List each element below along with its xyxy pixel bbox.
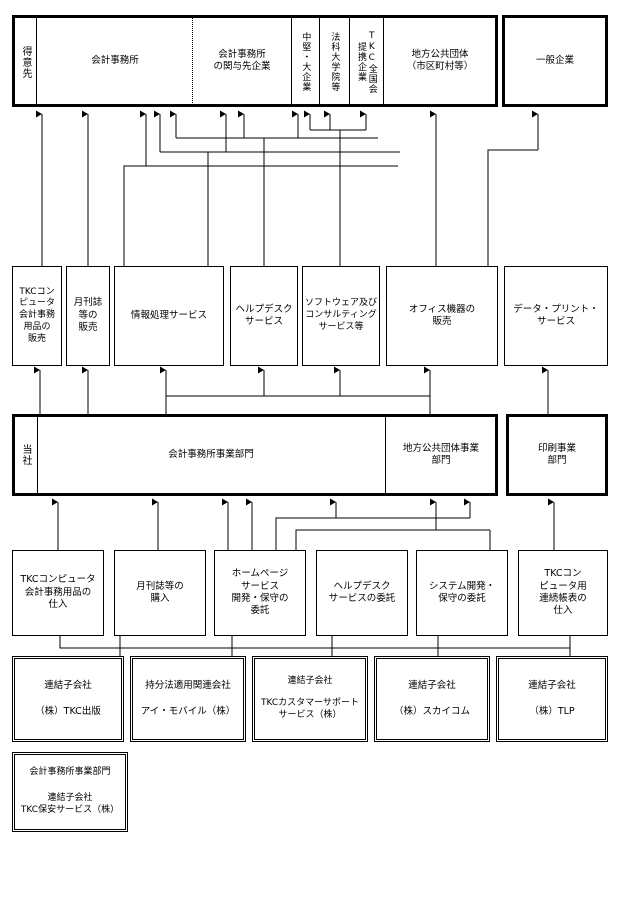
customers-divider <box>36 17 37 105</box>
subsidiary-name: （株）TKC出版 <box>35 706 101 717</box>
subsidiary-type: 連結子会社 <box>44 679 92 691</box>
subsidiary-tkc-customer-support: 連結子会社 TKCカスタマーサポート サービス（株） <box>252 656 368 742</box>
helpdesk-outsourcing: ヘルプデスク サービスの委託 <box>316 550 408 636</box>
subsidiary-tkc-publishing: 連結子会社 （株）TKC出版 <box>12 656 124 742</box>
customer-tkc-association: TKC全国会 提携企業 <box>356 30 377 94</box>
customer-mid-large: 中堅・大企業 <box>300 32 311 92</box>
customer-office-clients: 会計事務所 の関与先企業 <box>213 48 271 72</box>
printing-division: 印刷事業 部門 <box>506 414 608 496</box>
subsidiary-name: （株）スカイコム <box>393 706 470 717</box>
subsidiary-name: アイ・モバイル（株） <box>140 706 236 717</box>
service-data-print: データ・プリント・ サービス <box>504 266 608 366</box>
subsidiary-type: 連結子会社 <box>528 679 576 691</box>
company-group <box>12 414 498 496</box>
service-office-equipment: オフィス機器の 販売 <box>386 266 498 366</box>
service-supplies-sales: TKCコン ピュータ 会計事務 用品の 販売 <box>12 266 62 366</box>
service-helpdesk: ヘルプデスク サービス <box>230 266 298 366</box>
subsidiary-type: 連結子会社 <box>47 793 93 804</box>
company-divider <box>385 417 386 493</box>
customer-accounting-office: 会計事務所 <box>91 54 139 66</box>
subsidiary-tkc-security-services: 会計事務所事業部門 連結子会社 TKC保安サービス（株） <box>12 752 128 832</box>
subsidiary-name: （株）TLP <box>529 706 575 717</box>
company-label: 当社 <box>20 444 31 466</box>
purchase-continuous-forms: TKCコン ピュータ用 連続帳表の 仕入 <box>518 550 608 636</box>
service-information-processing: 情報処理サービス <box>114 266 224 366</box>
affiliate-i-mobile: 持分法適用関連会社 アイ・モバイル（株） <box>130 656 246 742</box>
purchase-supplies: TKCコンピュータ 会計事務用品の 仕入 <box>12 550 104 636</box>
customers-divider <box>319 17 320 105</box>
system-development-outsourcing: システム開発・ 保守の委託 <box>416 550 508 636</box>
purchase-magazines: 月刊誌等の 購入 <box>114 550 206 636</box>
service-software-consulting: ソフトウェア及び コンサルティング サービス等 <box>302 266 380 366</box>
subsidiary-type: 持分法適用関連会社 <box>145 679 231 691</box>
customers-divider <box>349 17 350 105</box>
customer-general-companies: 一般企業 <box>502 15 608 107</box>
subsidiary-type: 連結子会社 <box>408 679 456 691</box>
subsidiary-tlp: 連結子会社 （株）TLP <box>496 656 608 742</box>
security-division: 会計事務所事業部門 <box>29 767 111 778</box>
company-divider <box>37 417 38 493</box>
customer-universities: 法科大学院等 <box>329 32 340 92</box>
subsidiary-name: TKCカスタマーサポート サービス（株） <box>260 698 359 720</box>
customers-group <box>12 15 498 107</box>
customer-local-government: 地方公共団体 （市区町村等） <box>406 48 474 72</box>
subsidiary-name: TKC保安サービス（株） <box>20 804 120 815</box>
customers-label: 得意先 <box>20 45 31 79</box>
service-magazine-sales: 月刊誌 等の 販売 <box>66 266 110 366</box>
accounting-office-division: 会計事務所事業部門 <box>168 448 254 460</box>
local-government-division: 地方公共団体事業 部門 <box>402 442 479 466</box>
customers-divider <box>291 17 292 105</box>
customers-divider <box>383 17 384 105</box>
customers-dotted-divider <box>192 17 193 105</box>
homepage-outsourcing: ホームページ サービス 開発・保守の 委託 <box>214 550 306 636</box>
subsidiary-skycom: 連結子会社 （株）スカイコム <box>374 656 490 742</box>
subsidiary-type: 連結子会社 <box>287 676 333 687</box>
